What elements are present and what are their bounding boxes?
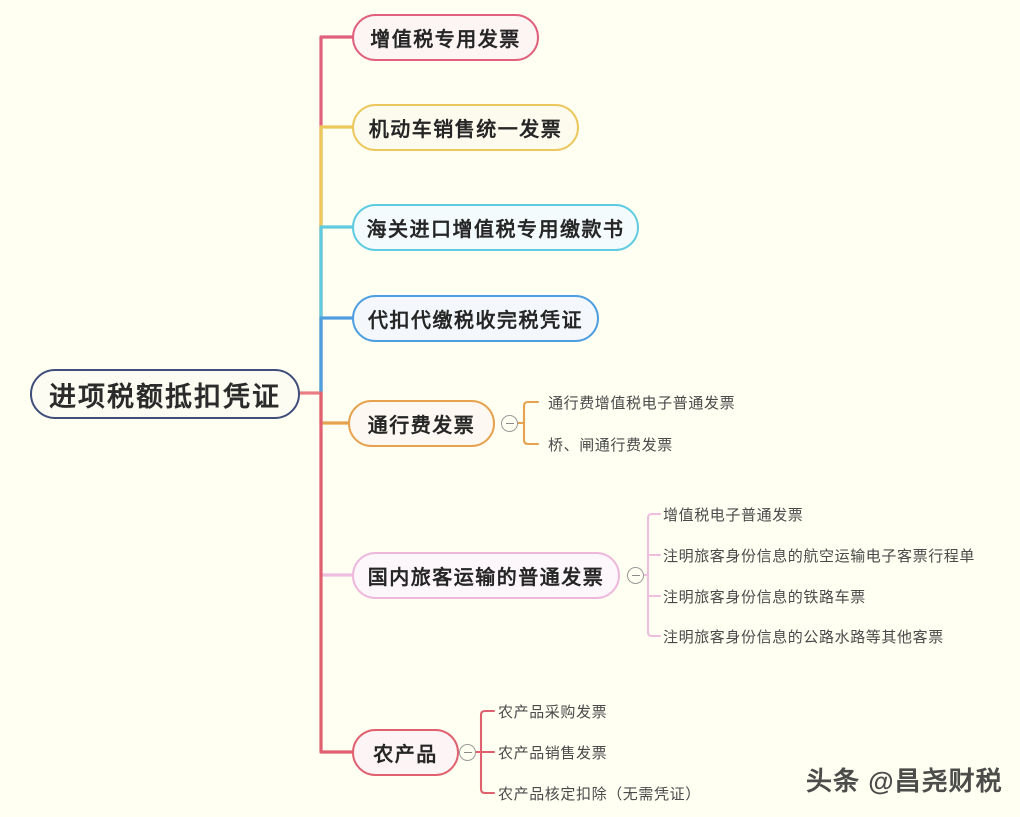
toggle-collapse-passenger-transport[interactable] (627, 567, 644, 584)
branch-node-label: 增值税专用发票 (370, 29, 521, 51)
branch-node-label: 机动车销售统一发票 (368, 119, 563, 141)
leaf-item: 通行费增值税电子普通发票 (548, 395, 736, 412)
branch-node-motor-vehicle-invoice[interactable]: 机动车销售统一发票 (352, 104, 579, 151)
branch-node-label: 国内旅客运输的普通发票 (367, 567, 605, 589)
branch-node-label: 通行费发票 (367, 415, 476, 437)
leaf-item: 注明旅客身份信息的航空运输电子客票行程单 (663, 548, 976, 565)
branch-node-toll-invoice[interactable]: 通行费发票 (348, 400, 495, 447)
leaf-item: 注明旅客身份信息的铁路车票 (663, 589, 866, 606)
leaf-item: 农产品采购发票 (498, 704, 608, 721)
branch-node-label: 农产品 (373, 744, 438, 766)
branch-node-domestic-passenger-transport-invoice[interactable]: 国内旅客运输的普通发票 (352, 552, 620, 599)
leaf-item: 农产品销售发票 (498, 745, 608, 762)
toggle-collapse-agricultural-products[interactable] (459, 744, 476, 761)
root-node[interactable]: 进项税额抵扣凭证 (30, 369, 300, 419)
branch-node-customs-import-vat-payment[interactable]: 海关进口增值税专用缴款书 (352, 204, 639, 251)
leaf-item: 农产品核定扣除（无需凭证） (498, 786, 701, 803)
branch-node-label: 海关进口增值税专用缴款书 (366, 219, 625, 241)
branch-node-withholding-tax-certificate[interactable]: 代扣代缴税收完税凭证 (352, 295, 599, 342)
leaf-item: 增值税电子普通发票 (663, 507, 804, 524)
watermark-attribution: 头条 @昌尧财税 (806, 766, 1003, 796)
leaf-item: 桥、闸通行费发票 (548, 437, 673, 454)
leaf-item: 注明旅客身份信息的公路水路等其他客票 (663, 629, 944, 646)
branch-node-vat-special-invoice[interactable]: 增值税专用发票 (352, 14, 539, 61)
root-node-label: 进项税额抵扣凭证 (49, 381, 281, 412)
branch-node-agricultural-products[interactable]: 农产品 (352, 729, 459, 776)
toggle-collapse-toll-invoice[interactable] (501, 415, 518, 432)
branch-node-label: 代扣代缴税收完税凭证 (368, 310, 583, 332)
